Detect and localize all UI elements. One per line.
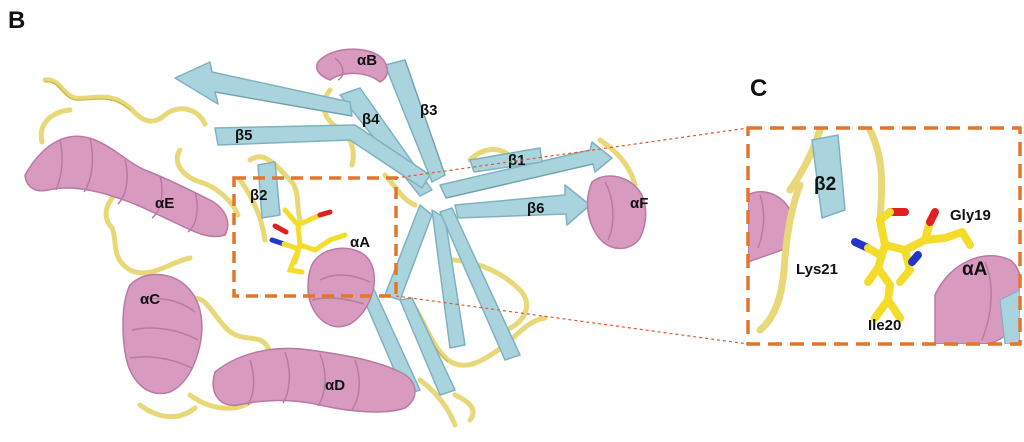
panel-label-b: B [8, 7, 25, 34]
inset-panel-c: β2 Gly19 Lys21 αA Ile20 [748, 128, 1022, 344]
label-beta-6: β6 [527, 200, 545, 217]
inset-label-gly19: Gly19 [950, 207, 991, 224]
panel-label-c: C [750, 75, 767, 102]
label-alpha-b: αB [357, 52, 377, 69]
label-beta-4: β4 [362, 111, 380, 128]
label-beta-2: β2 [250, 187, 268, 204]
label-beta-5: β5 [235, 127, 253, 144]
inset-label-beta-2: β2 [814, 174, 836, 195]
label-alpha-d: αD [325, 377, 345, 394]
label-alpha-f: αF [630, 195, 648, 212]
protein-ribbon-panel-b: αB β3 β4 β5 β1 β6 αF αE β2 αA αC αD [25, 49, 648, 425]
label-alpha-c: αC [140, 291, 160, 308]
inset-label-lys21: Lys21 [796, 261, 838, 278]
label-alpha-a: αA [350, 234, 370, 251]
inset-label-ile20: Ile20 [868, 317, 901, 334]
beta-sheet [175, 60, 612, 395]
inset-label-alpha-a: αA [962, 259, 988, 280]
label-beta-3: β3 [420, 102, 438, 119]
label-alpha-e: αE [155, 195, 174, 212]
